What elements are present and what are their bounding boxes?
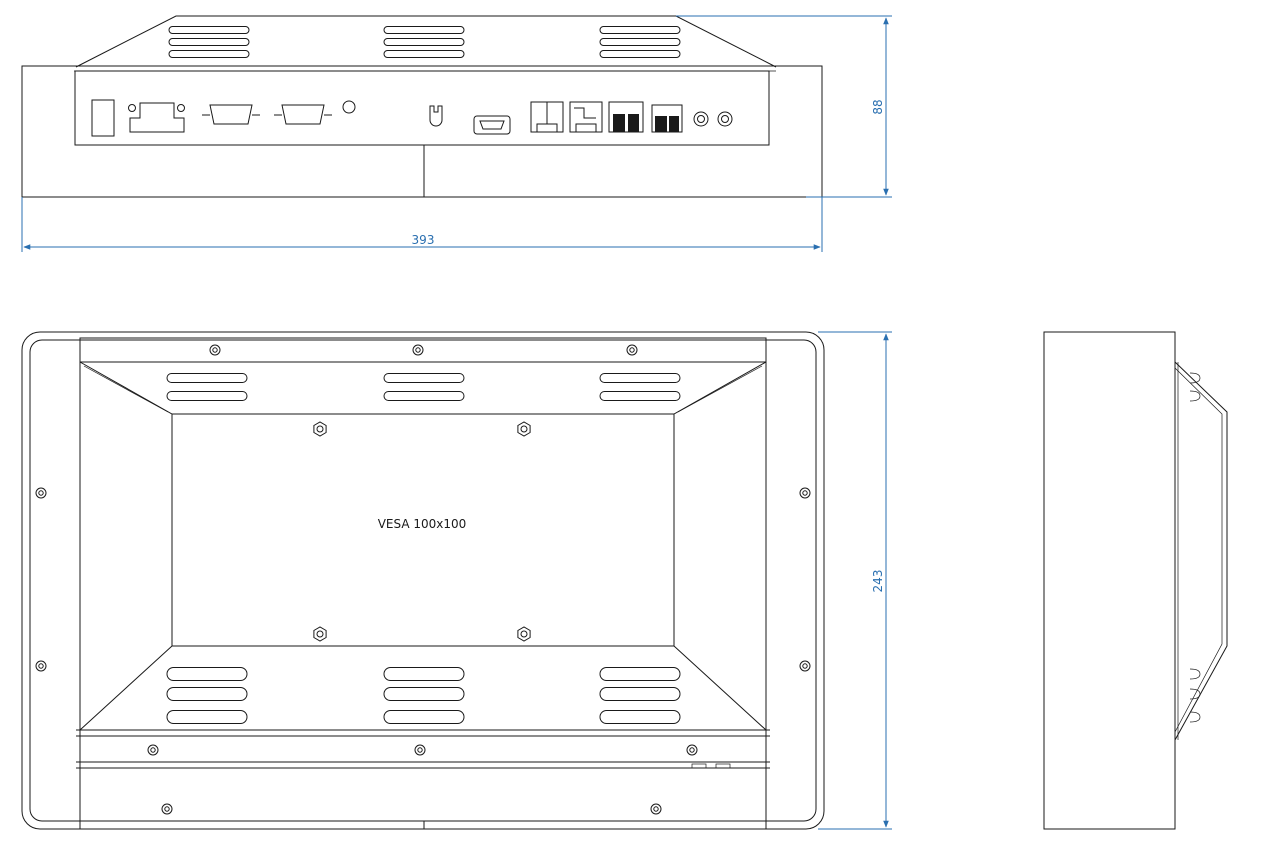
vent-slot [599,26,681,34]
io-plate [74,70,770,146]
screw [799,487,811,499]
screw [35,660,47,672]
rear-view: VESA 100x100 243 [21,331,892,830]
screw [412,344,424,356]
vent-slot [599,391,681,401]
usb-port-1 [530,101,564,133]
lan-port [128,102,185,133]
vent-slot [166,667,248,681]
power-switch [91,99,115,137]
rj45-port-1 [608,101,644,133]
vent-slot [599,710,681,724]
top-view: 88 393 [21,15,892,252]
vesa-nuts [313,421,531,642]
vesa-plate [171,413,675,647]
dimension-height-top: 88 [871,99,885,114]
screw [161,803,173,815]
screw [626,344,638,356]
screw-center [802,663,808,669]
vent-slot [166,373,248,383]
dc-jack [429,105,443,127]
screws [35,344,811,815]
vent-slot [599,373,681,383]
side-view [1043,331,1228,830]
vesa-nut [313,421,327,437]
vesa-nut [517,626,531,642]
screw-center [689,747,695,753]
screw-center [164,806,170,812]
screw-center [415,347,421,353]
housing [79,337,767,830]
vent-slot [166,687,248,701]
screw-center [212,347,218,353]
rear-cover-outline [75,15,777,68]
side-tab [1189,668,1201,680]
vent-slot [599,667,681,681]
top-vents [168,26,681,58]
dimension-width: 393 [412,233,435,247]
vesa-nut-hole [520,425,528,433]
screw-center [38,490,44,496]
screw-center [629,347,635,353]
screw [799,660,811,672]
vesa-nut [313,626,327,642]
side-tabs [1189,372,1201,723]
hdmi-port [473,115,511,135]
side-tab [1189,711,1201,723]
vent-slot [383,687,465,701]
dimension-height-front: 243 [871,570,885,593]
side-tab [1189,390,1201,402]
vesa-nut-hole [520,630,528,638]
screw-center [150,747,156,753]
side-tab [1189,372,1201,384]
screw-center [802,490,808,496]
bezel-inner [29,339,817,822]
side-tab [1189,688,1201,700]
vent-slot [383,38,465,46]
com-port-2 [274,104,332,125]
vent-slot [599,687,681,701]
vesa-label: VESA 100x100 [378,517,467,531]
com-port-1 [202,104,260,125]
vent-slot [166,391,248,401]
vent-slot [383,50,465,58]
screw [414,744,426,756]
screw [650,803,662,815]
vesa-nut-hole [316,425,324,433]
rear-vents [166,373,681,724]
vent-slot [168,26,250,34]
audio-jack-2 [717,111,733,127]
vent-slot [168,38,250,46]
vent-slot [383,391,465,401]
screw-center [653,806,659,812]
screw [209,344,221,356]
vent-slot [599,38,681,46]
screw-center [38,663,44,669]
usb-port-2 [569,101,603,133]
rj45-port-2 [651,104,683,133]
vent-slot [383,26,465,34]
vent-slot [168,50,250,58]
vesa-nut-hole [316,630,324,638]
vent-slot [383,710,465,724]
vent-slot [599,50,681,58]
vent-slot [383,667,465,681]
screw [686,744,698,756]
screw [35,487,47,499]
side-body [1043,331,1176,830]
reset-hole [342,100,356,114]
audio-jack-1 [693,111,709,127]
screw-center [417,747,423,753]
vent-slot [383,373,465,383]
screw [147,744,159,756]
vent-slot [166,710,248,724]
vesa-nut [517,421,531,437]
